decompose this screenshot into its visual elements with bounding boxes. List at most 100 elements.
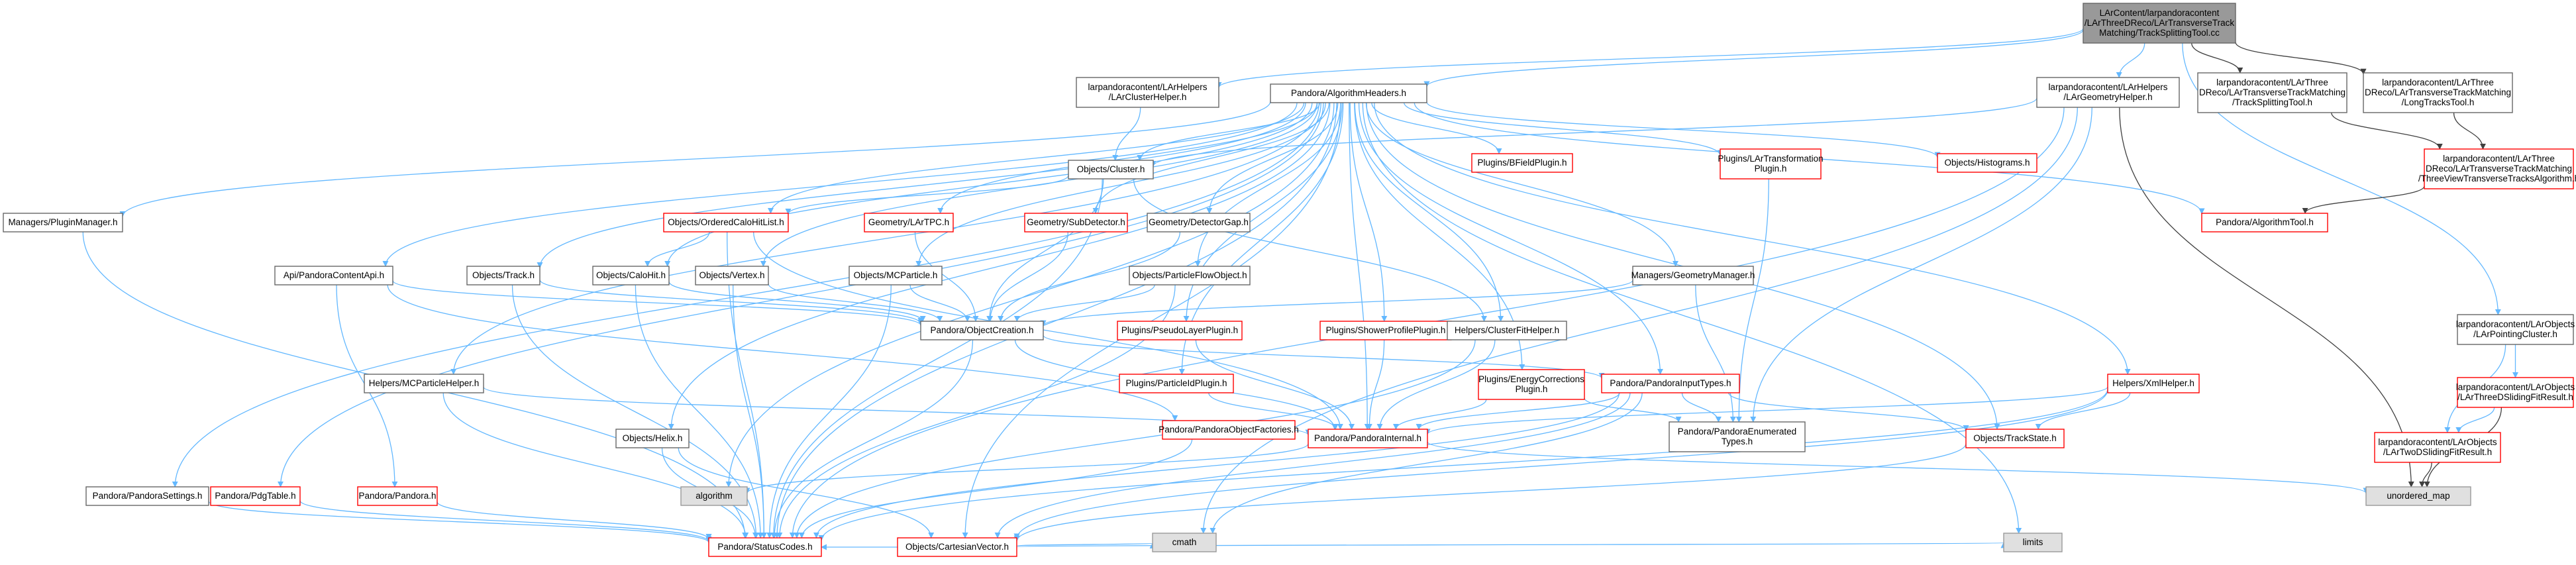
node-cartesian[interactable]: Objects/CartesianVector.h (897, 537, 1017, 557)
node-box (1601, 374, 1740, 393)
node-pdgtable[interactable]: Pandora/PdgTable.h (210, 486, 301, 506)
node-label: /LArThreeDSlidingFitResult.h (2457, 392, 2573, 402)
node-cluster[interactable]: Objects/Cluster.h (1068, 160, 1154, 180)
node-longtracks[interactable]: larpandoracontent/LArThreeDReco/LArTrans… (2363, 72, 2513, 113)
node-limits[interactable]: limits (2003, 533, 2063, 552)
edge-algheaders-to-internal (1349, 102, 1370, 430)
edge-twodsliding-to-unorderedmap (2418, 462, 2432, 488)
edge-tracksplit-to-threeview (2331, 112, 2443, 150)
node-box (1720, 148, 1822, 180)
node-orderedcalo[interactable]: Objects/OrderedCaloHitList.h (663, 213, 789, 232)
node-tracksplit[interactable]: larpandoracontent/LArThreeDReco/LArTrans… (2197, 72, 2347, 113)
node-box (1937, 153, 2037, 173)
node-label: larpandoracontent/LArThree (2382, 77, 2494, 87)
edge-algheaders-to-track (537, 102, 1306, 269)
node-objcreation[interactable]: Pandora/ObjectCreation.h (920, 321, 1044, 340)
node-objfactories[interactable]: Pandora/PandoraObjectFactories.h (1159, 420, 1299, 440)
edge-algheaders-to-bfield (1371, 102, 1502, 154)
node-cmath[interactable]: cmath (1152, 533, 1217, 552)
edge-algheaders-to-orderedcalo (768, 102, 1305, 214)
node-unorderedmap[interactable]: unordered_map (2365, 486, 2471, 506)
node-track[interactable]: Objects/Track.h (466, 266, 541, 285)
edge-algheaders-to-energycorr (1354, 102, 1525, 370)
node-box (1471, 153, 1573, 173)
node-clusterfit[interactable]: Helpers/ClusterFitHelper.h (1447, 321, 1567, 340)
node-calohit[interactable]: Objects/CaloHit.h (592, 266, 670, 285)
node-box (357, 486, 438, 506)
edge-geommgr-to-enumtypes (1695, 284, 1736, 423)
node-pidplugin[interactable]: Plugins/ParticleIdPlugin.h (1119, 374, 1234, 393)
node-label: larpandoracontent/LArObjects (2456, 319, 2575, 329)
edge-calohit-to-statuscodes (635, 284, 764, 539)
edge-objcreation-to-statuscodes (771, 339, 974, 539)
node-twodsliding[interactable]: larpandoracontent/LArObjects/LArTwoDSlid… (2374, 432, 2501, 463)
node-settings[interactable]: Pandora/PandoraSettings.h (85, 486, 209, 506)
edge-clusterhelper-to-cluster (1112, 107, 1141, 161)
node-algheaders[interactable]: Pandora/AlgorithmHeaders.h (1270, 83, 1427, 103)
edge-algheaders-to-lartransform (1404, 102, 1724, 156)
node-mcparticle[interactable]: Objects/MCParticle.h (849, 266, 943, 285)
node-box (1447, 321, 1567, 340)
node-label: /LArPointingCluster.h (2473, 329, 2557, 339)
edge-trackstate-to-cartesian (1013, 443, 1967, 542)
node-label: limits (2023, 537, 2043, 547)
node-root[interactable]: LArContent/larpandoracontent/LArThreeDRe… (2083, 3, 2236, 44)
node-trackstate[interactable]: Objects/TrackState.h (1965, 429, 2065, 448)
node-showerprofile[interactable]: Plugins/ShowerProfilePlugin.h (1319, 321, 1452, 340)
edge-mcparticle-to-objcreation (909, 284, 971, 322)
node-pseudolayer[interactable]: Plugins/PseudoLayerPlugin.h (1117, 321, 1243, 340)
edge-geomhelper-to-enumtypes (1750, 107, 2092, 423)
edge-cluster-to-statuscodes (770, 178, 1103, 539)
node-box (466, 266, 541, 285)
node-internal[interactable]: Pandora/PandoraInternal.h (1308, 429, 1428, 448)
node-inputtypes[interactable]: Pandora/PandoraInputTypes.h (1601, 374, 1740, 393)
edge-cluster-to-orderedcalo (785, 175, 1069, 215)
node-threedsliding[interactable]: larpandoracontent/LArObjects/LArThreeDSl… (2456, 377, 2575, 408)
node-box (2374, 432, 2501, 463)
node-box (1147, 213, 1251, 232)
node-apipca[interactable]: Api/PandoraContentApi.h (274, 266, 393, 285)
node-bfield[interactable]: Plugins/BFieldPlugin.h (1471, 153, 1573, 173)
node-pointing[interactable]: larpandoracontent/LArObjects/LArPointing… (2456, 314, 2575, 345)
node-label: larpandoracontent/LArThree (2443, 154, 2555, 164)
node-detectorgap[interactable]: Geometry/DetectorGap.h (1147, 213, 1251, 232)
edge-threedsliding-to-twodsliding (2455, 407, 2495, 433)
node-vertex[interactable]: Objects/Vertex.h (695, 266, 769, 285)
node-histograms[interactable]: Objects/Histograms.h (1937, 153, 2037, 173)
node-label: Geometry/LArTPC.h (868, 217, 949, 227)
node-pluginmgr[interactable]: Managers/PluginManager.h (3, 213, 123, 232)
node-lartpc[interactable]: Geometry/LArTPC.h (864, 213, 954, 232)
node-geomhelper[interactable]: larpandoracontent/LArHelpers/LArGeometry… (2036, 77, 2180, 108)
node-box (920, 321, 1044, 340)
edge-pdgtable-to-statuscodes (299, 500, 712, 542)
node-clusterhelper[interactable]: larpandoracontent/LArHelpers/LArClusterH… (1076, 77, 1219, 108)
node-mcphelper[interactable]: Helpers/MCParticleHelper.h (364, 374, 484, 393)
node-box (364, 374, 484, 393)
node-threeview[interactable]: larpandoracontent/LArThreeDReco/LArTrans… (2418, 148, 2576, 189)
edge-root-to-tracksplit (2191, 42, 2243, 74)
node-pfo[interactable]: Objects/ParticleFlowObject.h (1129, 266, 1251, 285)
edge-inputtypes-to-enumtypes (1681, 392, 1722, 423)
node-box (2107, 374, 2200, 393)
node-label: Objects/Histograms.h (1944, 158, 2030, 168)
node-box (615, 429, 690, 448)
node-helix[interactable]: Objects/Helix.h (615, 429, 690, 448)
edge-algheaders-to-histograms (1426, 101, 1941, 158)
node-algtool[interactable]: Pandora/AlgorithmTool.h (2201, 213, 2328, 232)
node-algorithm[interactable]: algorithm (680, 486, 748, 506)
node-label: larpandoracontent/LArThree (2216, 77, 2328, 87)
edge-algheaders-to-limits (1362, 102, 2022, 534)
edge-geommgr-to-objcreation (1040, 280, 1633, 327)
edge-algheaders-to-pluginmgr (119, 101, 1271, 217)
node-pandorah[interactable]: Pandora/Pandora.h (357, 486, 438, 506)
node-label: Geometry/SubDetector.h (1027, 217, 1125, 227)
node-xmlhelper[interactable]: Helpers/XmlHelper.h (2107, 374, 2200, 393)
node-statuscodes[interactable]: Pandora/StatusCodes.h (708, 537, 822, 557)
node-label: Pandora/Pandora.h (358, 491, 436, 501)
node-geommgr[interactable]: Managers/GeometryManager.h (1631, 266, 1755, 285)
node-label: Pandora/PandoraEnumerated (1678, 427, 1796, 437)
node-subdetector[interactable]: Geometry/SubDetector.h (1024, 213, 1128, 232)
